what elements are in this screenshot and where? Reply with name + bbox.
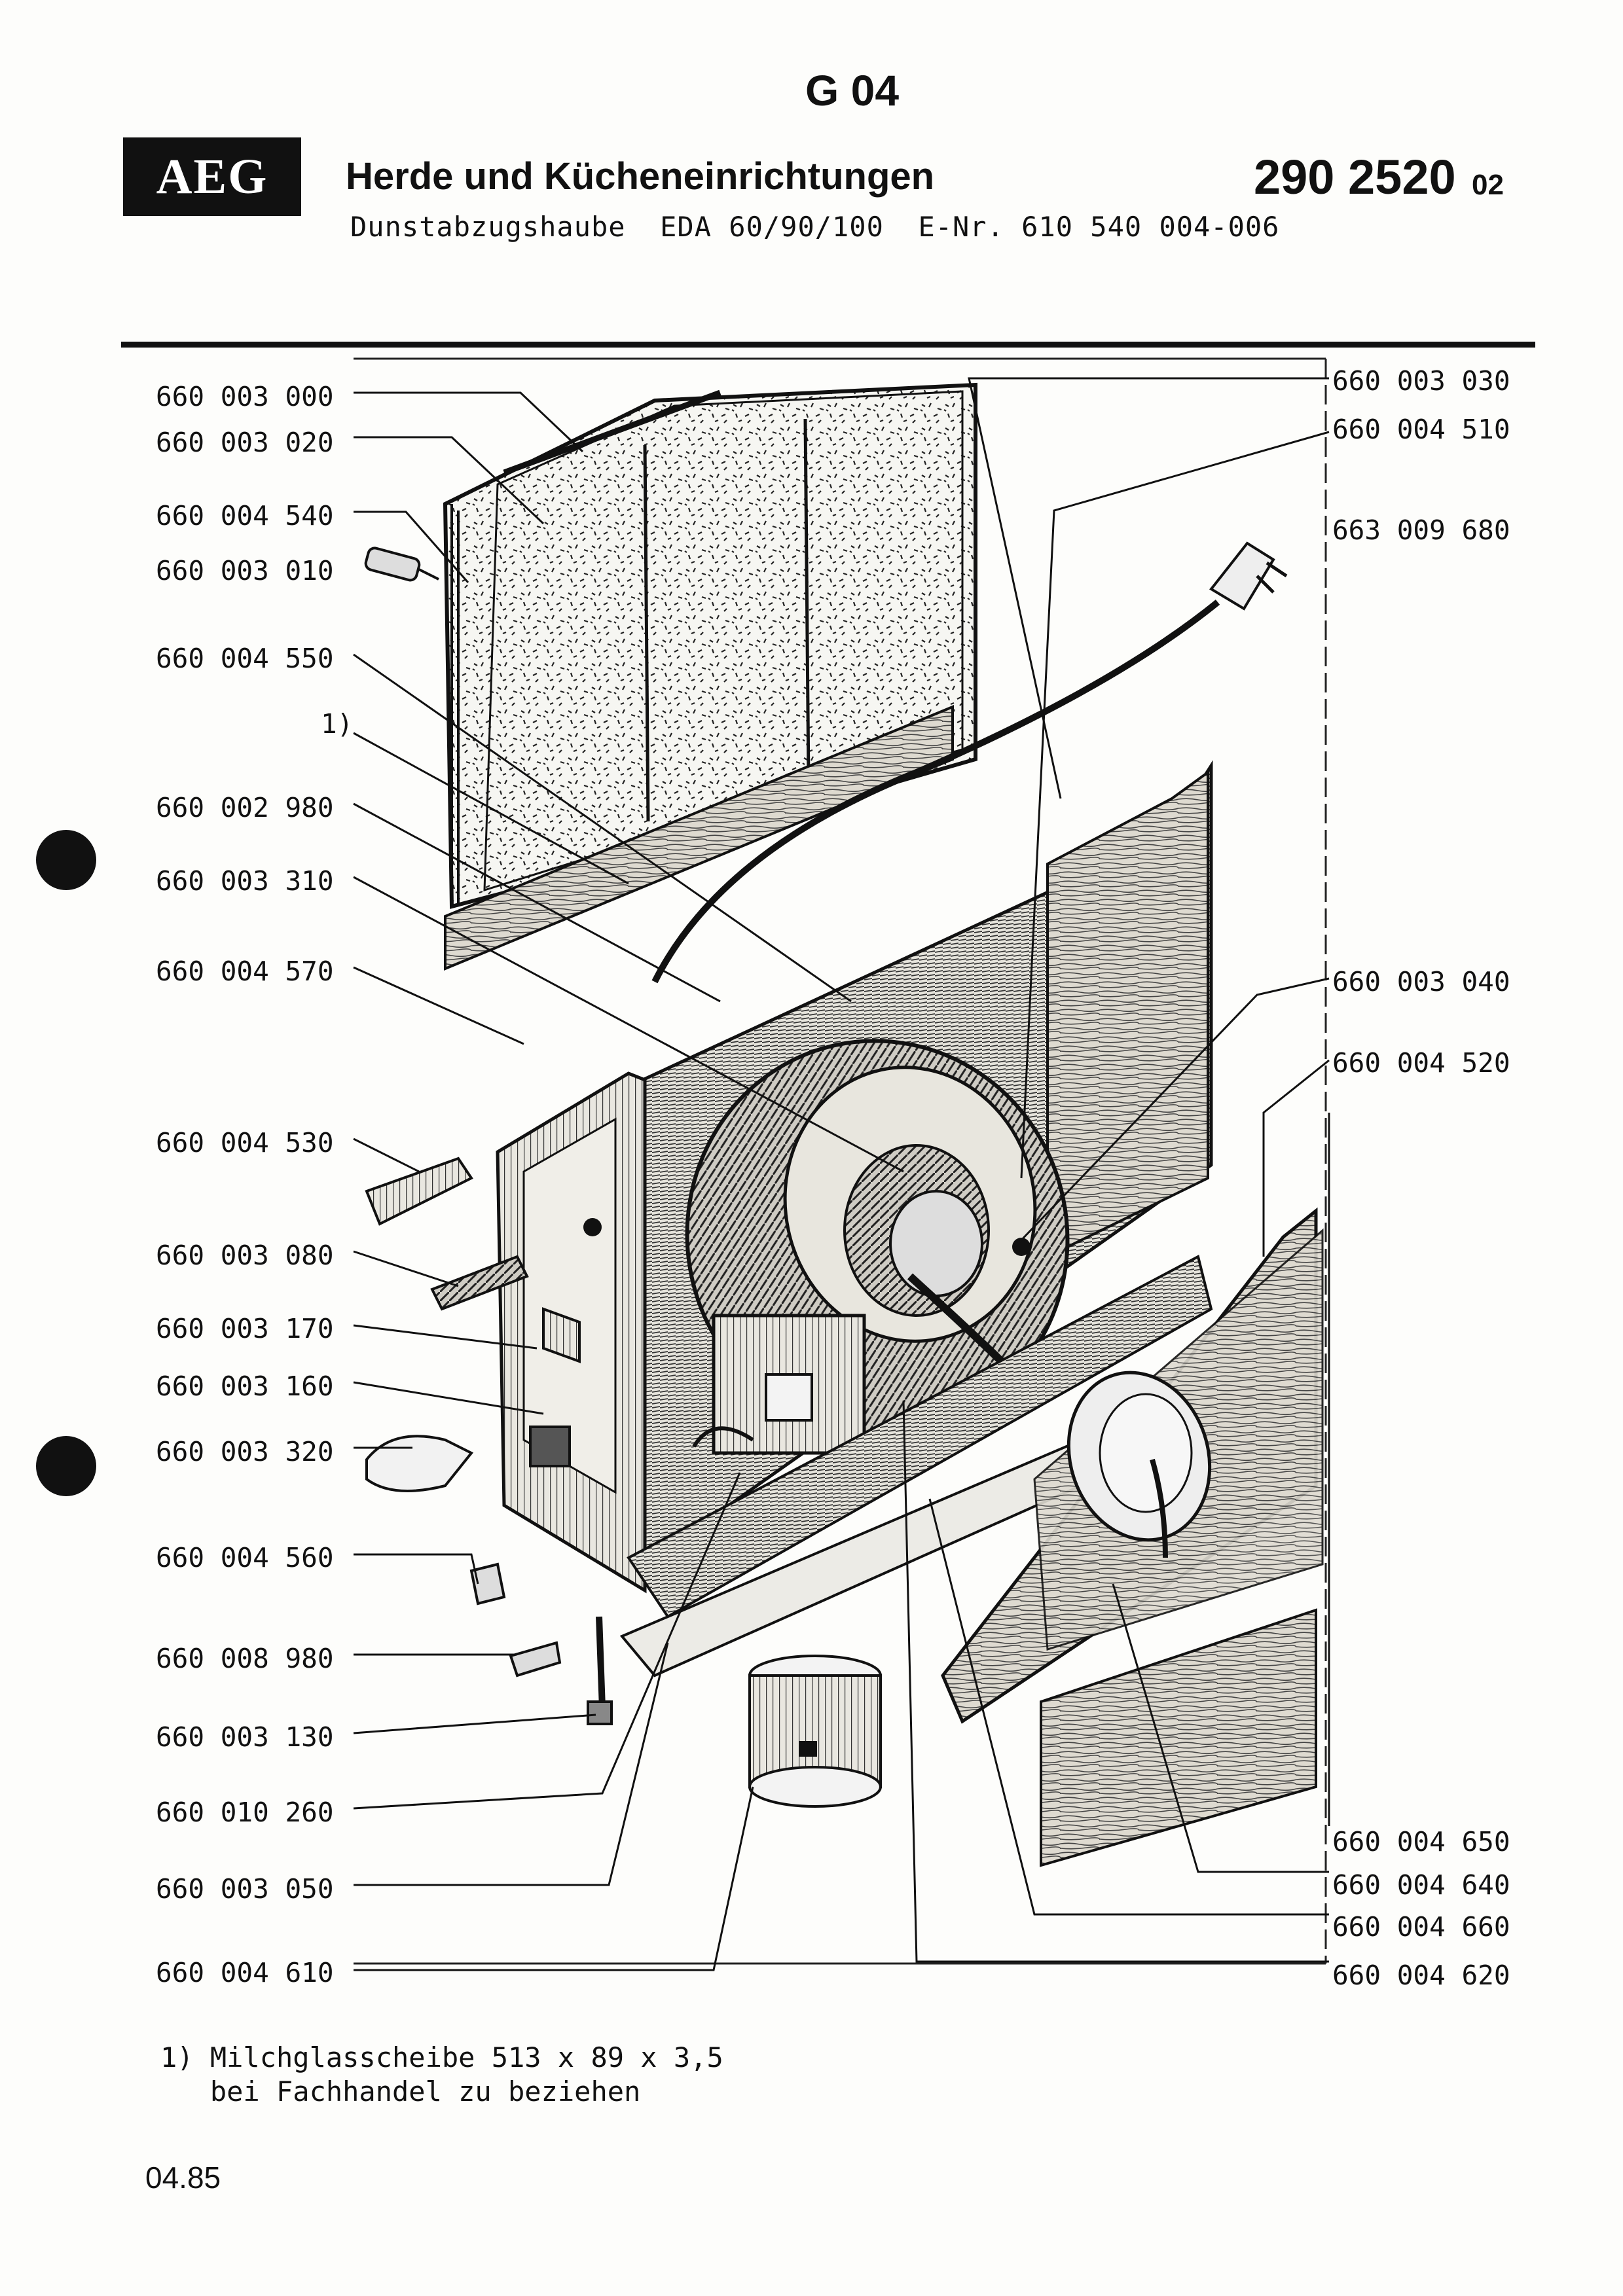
part-label: 660 003 050 — [156, 1873, 334, 1905]
part-label: 660 004 660 — [1332, 1911, 1510, 1943]
part-label: 660 002 980 — [156, 792, 334, 823]
part-label: 660 004 530 — [156, 1127, 334, 1158]
punch-hole-lower — [36, 1436, 96, 1496]
header-rule — [121, 342, 1535, 348]
part-label: 660 003 040 — [1332, 966, 1510, 997]
part-label: 660 004 650 — [1332, 1826, 1510, 1857]
footnote-line-2: bei Fachhandel zu beziehen — [160, 2075, 641, 2108]
page-title: Herde und Kücheneinrichtungen — [346, 155, 935, 198]
part-label: 660 004 550 — [156, 643, 334, 674]
part-label: 660 004 520 — [1332, 1047, 1510, 1079]
part-label: 660 004 640 — [1332, 1869, 1510, 1901]
footnote: 1) Milchglasscheibe 513 x 89 x 3,5 bei F… — [160, 2041, 723, 2109]
punch-hole-upper — [36, 830, 96, 890]
part-label: 660 010 260 — [156, 1797, 334, 1828]
aeg-logo: AEG — [123, 137, 301, 216]
part-label: 660 004 620 — [1332, 1960, 1510, 1991]
part-label: 660 008 980 — [156, 1643, 334, 1674]
part-label: 660 004 540 — [156, 500, 334, 531]
part-label: 660 004 610 — [156, 1957, 334, 1988]
part-label: 660 004 570 — [156, 956, 334, 987]
part-label: 660 003 320 — [156, 1436, 334, 1467]
part-label: 660 003 170 — [156, 1313, 334, 1344]
document-suffix: 02 — [1472, 169, 1504, 201]
sheet-code: G 04 — [805, 66, 900, 115]
exhaust-collar — [748, 1655, 882, 1808]
product-subtitle: Dunstabzugshaube EDA 60/90/100 E-Nr. 610… — [350, 211, 1280, 243]
part-label: 660 003 310 — [156, 865, 334, 897]
footnote-marker: 1) — [321, 708, 354, 740]
footnote-line-1: 1) Milchglasscheibe 513 x 89 x 3,5 — [160, 2041, 723, 2073]
leader-lines — [353, 391, 904, 1971]
part-label: 660 003 010 — [156, 555, 334, 586]
part-label: 660 003 020 — [156, 427, 334, 458]
part-label: 660 003 130 — [156, 1721, 334, 1753]
part-label: 660 003 000 — [156, 381, 334, 412]
revision-date: 04.85 — [145, 2161, 221, 2195]
document-number: 290 2520 — [1254, 150, 1456, 204]
part-label: 660 003 160 — [156, 1371, 334, 1402]
part-label: 660 003 080 — [156, 1240, 334, 1271]
part-label: 660 004 560 — [156, 1542, 334, 1573]
part-label: 663 009 680 — [1332, 514, 1510, 546]
part-label: 660 003 030 — [1332, 365, 1510, 397]
part-label: 660 004 510 — [1332, 414, 1510, 445]
